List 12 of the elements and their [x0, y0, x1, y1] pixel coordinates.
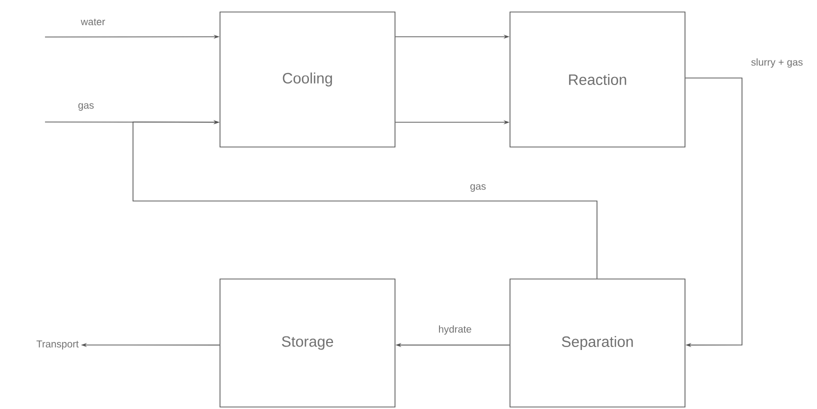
process-box: Separation	[510, 278, 686, 408]
arrow	[132, 120, 598, 279]
edge-label: gas	[76, 102, 96, 112]
process-box: Storage	[220, 278, 396, 408]
edge-label: hydrate	[437, 324, 473, 336]
arrow	[685, 78, 742, 348]
edge-label: gas	[468, 183, 488, 193]
edge-label: slurry + gas	[750, 57, 804, 69]
process-box: Cooling	[220, 12, 396, 148]
output-label: Transport	[36, 340, 79, 350]
process-box: Reaction	[510, 12, 686, 148]
edge-label: water	[80, 18, 106, 26]
